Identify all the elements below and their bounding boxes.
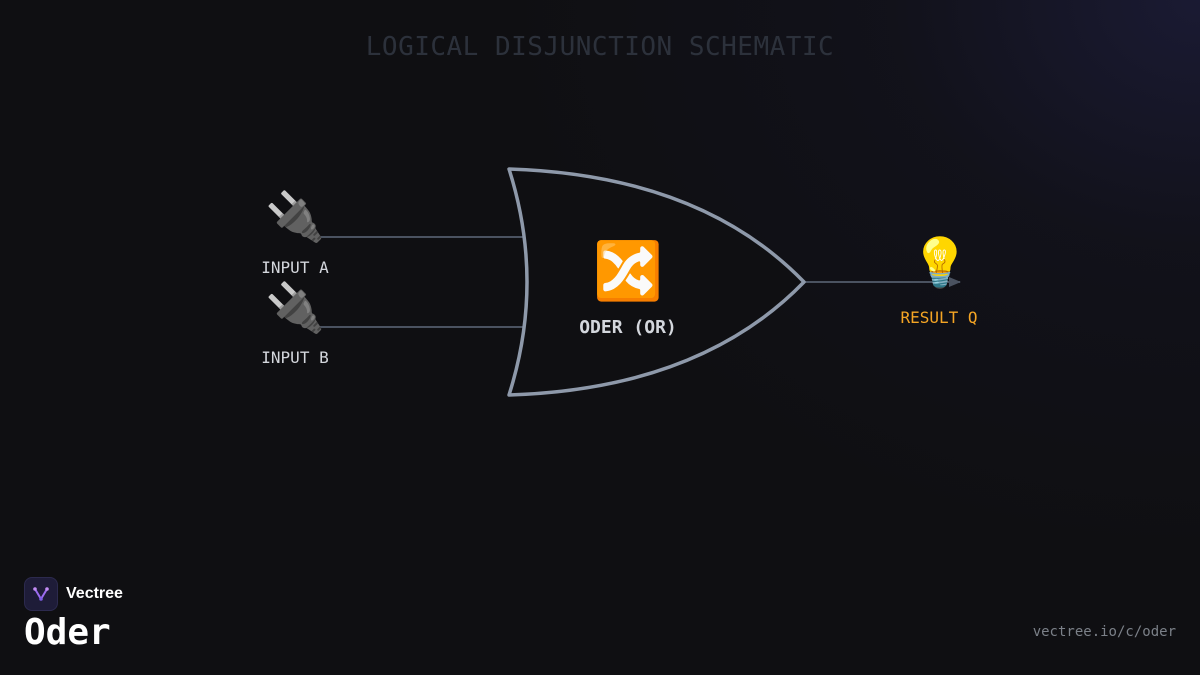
result-q-label: RESULT Q bbox=[900, 308, 978, 327]
page-url-link[interactable]: vectree.io/c/oder bbox=[1032, 624, 1176, 640]
or-gate-shape bbox=[507, 167, 806, 397]
shuffle-icon: 🔀 bbox=[593, 239, 663, 304]
vectree-logo-icon bbox=[24, 577, 58, 611]
input-a-label: INPUT A bbox=[261, 258, 329, 277]
brand-name: Vectree bbox=[66, 585, 123, 602]
light-bulb-icon: 💡 bbox=[910, 235, 970, 291]
input-b-label: INPUT B bbox=[261, 348, 329, 367]
brand[interactable]: Vectree bbox=[24, 577, 123, 611]
gate-label: ODER (OR) bbox=[579, 317, 677, 338]
electric-plug-icon: 🔌 bbox=[265, 189, 325, 245]
electric-plug-icon: 🔌 bbox=[265, 280, 325, 336]
schematic-title: LOGICAL DISJUNCTION SCHEMATIC bbox=[365, 32, 835, 62]
page-title: Oder bbox=[24, 612, 111, 653]
